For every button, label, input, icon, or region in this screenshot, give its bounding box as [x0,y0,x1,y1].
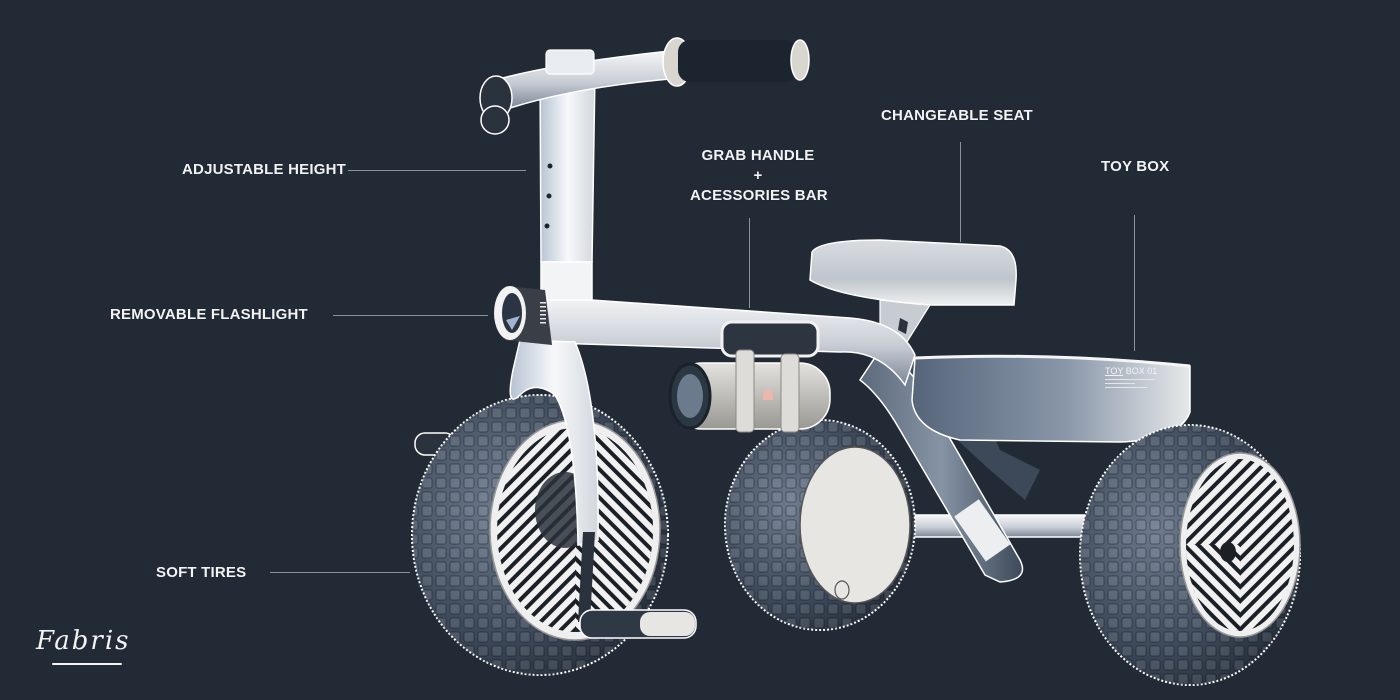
leader-line-toy-box [1134,215,1135,351]
toybox-badge-title: BOX 01 [1123,366,1158,376]
callout-adjustable-height: ADJUSTABLE HEIGHT [182,161,346,178]
leader-line-grab-handle [749,218,750,308]
flashlight [494,286,552,345]
signature-underline [52,663,122,665]
callout-changeable-seat: CHANGEABLE SEAT [881,107,1033,124]
callout-grab-handle-line3: ACESSORIES BAR [690,187,828,204]
rear-right-wheel [1079,424,1301,686]
stem [539,69,596,301]
callout-grab-handle-line1: GRAB HANDLE [701,147,815,164]
designer-signature: Fabris [36,626,131,656]
leader-line-changeable-seat [960,142,961,242]
callout-grab-handle: GRAB HANDLE + ACESSORIES BAR [690,146,828,206]
front-wheel [411,394,669,676]
leader-line-removable-flashlight [333,315,488,316]
leader-line-soft-tires [270,572,410,573]
leader-line-adjustable-height [348,170,526,171]
speaker-accessory [668,349,831,433]
middle-wheel [724,419,916,631]
toybox-badge: TOY BOX 01 [1105,366,1157,391]
toy-box [911,354,1191,443]
toybox-badge-fineprint [1105,379,1155,388]
toybox-badge-title-underlined: TOY [1105,366,1124,376]
callout-grab-handle-plus: + [753,167,763,184]
callout-soft-tires: SOFT TIRES [156,564,247,581]
callout-removable-flashlight: REMOVABLE FLASHLIGHT [110,306,308,323]
callout-toy-box: TOY BOX [1101,158,1170,175]
seat [809,239,1017,346]
handlebar [479,37,810,135]
